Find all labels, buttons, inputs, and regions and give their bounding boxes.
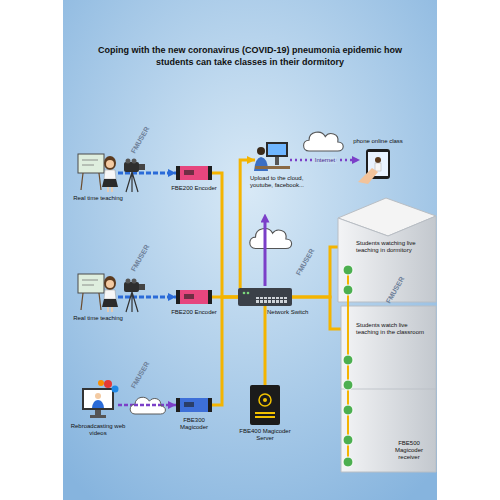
receiver-dot (343, 457, 353, 467)
upload-computer (268, 144, 286, 155)
diagram-title: Coping with the new coronavirus (COVID-1… (92, 44, 408, 68)
magicoder-device (176, 398, 212, 412)
magicoder-server: FBE400 Magicoder Server (250, 385, 280, 425)
magicoder-server (250, 385, 280, 425)
magicoder-server (255, 412, 275, 414)
phone-tablet (375, 163, 381, 171)
connector (212, 173, 238, 297)
magicoder-server (250, 385, 280, 425)
node-label: FBE400 Magicoder Server (233, 428, 297, 442)
magicoder-device: FBE300 Magicoder (176, 396, 212, 414)
magicoder-server (259, 394, 271, 406)
upload-computer (255, 166, 290, 169)
cloud-icon (130, 397, 165, 414)
node-label: Real time teaching (68, 195, 128, 202)
node-label: FBE200 Encoder (170, 309, 218, 316)
node-label: FBE200 Encoder (170, 185, 218, 192)
upload-arrow (265, 218, 266, 286)
network-switch (238, 288, 292, 306)
node-label: Upload to the cloud, youtube, facebook..… (250, 175, 312, 189)
connector (264, 306, 267, 385)
phone-tablet (375, 157, 381, 163)
school-building (347, 270, 349, 462)
magicoder-server (263, 398, 267, 402)
node-label: phone online class (348, 138, 408, 145)
upload-arrow (264, 218, 267, 286)
node-label: Network Switch (267, 309, 317, 316)
video-camera (124, 159, 145, 313)
teacher-icon: Real time teaching (78, 270, 118, 312)
teacher-icon (78, 154, 118, 192)
school-building (341, 306, 436, 472)
receiver-label: FBE500 Magicoder receiver (384, 440, 434, 461)
receiver-dot (343, 355, 353, 365)
upload-computer: Upload to the cloud, youtube, facebook..… (255, 140, 290, 172)
node-label: Students watching live teaching in dormi… (356, 240, 428, 254)
cloud-icon (304, 132, 344, 151)
upload-computer (257, 147, 265, 155)
encoder-device (176, 290, 212, 304)
network-switch: Network Switch (238, 288, 292, 306)
phone-tablet (358, 168, 378, 184)
node-label: Students watch live teaching in the clas… (356, 322, 428, 336)
receiver-dot (343, 435, 353, 445)
rebroadcast-icon (82, 380, 119, 418)
node-label: Real time teaching (68, 315, 128, 322)
network-switch (243, 292, 246, 295)
edge-label: Internet (313, 157, 337, 164)
node-label: Rebroadcasting web videos (68, 423, 128, 437)
receiver-dot (343, 265, 353, 275)
school-building (338, 216, 436, 302)
school-building (341, 389, 436, 390)
rebroadcast-icon (112, 386, 119, 393)
network-switch (238, 288, 292, 306)
rebroadcast-icon (90, 415, 106, 418)
rebroadcast-icon (92, 400, 104, 408)
magicoder-device (176, 398, 212, 412)
rebroadcast-icon (104, 380, 112, 388)
rebroadcast-icon (95, 410, 101, 415)
blue-panel (63, 0, 437, 500)
rebroadcast-icon (98, 380, 104, 386)
stream-arrow (134, 404, 160, 407)
rebroadcast-icon (84, 390, 112, 408)
phone-tablet: phone online class (360, 148, 395, 182)
network-switch (247, 292, 250, 295)
rebroadcast-icon: Rebroadcasting web videos (78, 382, 118, 420)
encoder-device: FBE200 Encoder (176, 164, 212, 182)
connector (118, 404, 176, 407)
upload-computer (266, 142, 288, 157)
node-label: FBE300 Magicoder (170, 417, 218, 431)
video-camera (124, 159, 145, 193)
phone-tablet (358, 149, 390, 184)
node-label: FBE500 Magicoder receiver (384, 440, 434, 461)
receiver-dot (343, 265, 353, 467)
cloud-icon (130, 132, 343, 414)
encoder-device (176, 166, 212, 180)
upload-computer (275, 157, 279, 165)
building-label: Students watching live teaching in dormi… (356, 240, 428, 254)
teacher-icon (78, 274, 118, 312)
upload-computer (254, 142, 290, 171)
video-camera (124, 279, 145, 313)
cloud-icon (250, 229, 292, 249)
teacher-icon (78, 154, 118, 312)
receiver-dot (343, 285, 353, 295)
connector (118, 296, 176, 299)
stream-arrow (134, 405, 160, 406)
building-label: Students watch live teaching in the clas… (356, 322, 428, 336)
receiver-dot (343, 380, 353, 390)
rebroadcast-icon (82, 388, 114, 410)
teacher-icon: Real time teaching (78, 150, 118, 192)
rebroadcast-icon (95, 393, 101, 399)
network-switch (256, 297, 288, 303)
magicoder-server (255, 416, 275, 418)
encoder-device: FBE200 Encoder (176, 288, 212, 306)
receiver-dot (343, 405, 353, 415)
school-building (338, 198, 436, 472)
